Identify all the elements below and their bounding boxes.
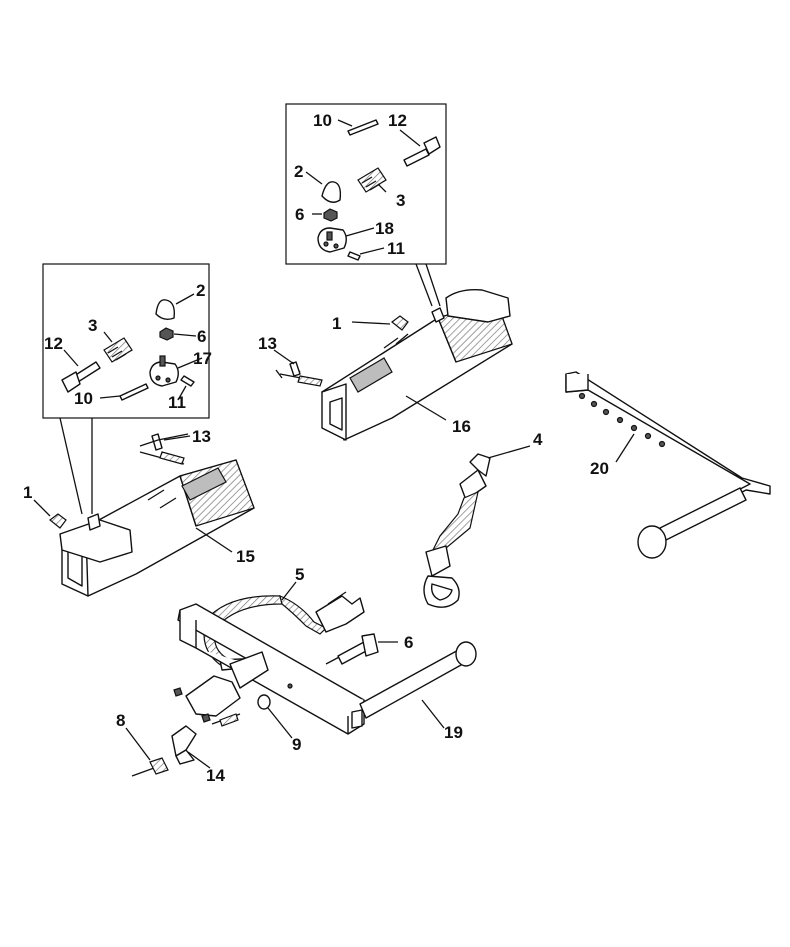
callout-10-upper: 10: [313, 111, 332, 130]
callout-17: 17: [193, 349, 212, 368]
callout-10-left: 10: [74, 389, 93, 408]
nut-1-left: [49, 513, 67, 529]
leader-lines: [33, 119, 635, 769]
nut-8: [131, 757, 169, 777]
callout-16: 16: [452, 417, 471, 436]
receiver-16: [321, 288, 513, 441]
callout-5: 5: [295, 565, 304, 584]
callout-19: 19: [444, 723, 463, 742]
bolt-13-upper: [275, 361, 323, 387]
bolt-12-left: [61, 361, 101, 393]
bolt-12-upper: [403, 136, 441, 167]
callout-12-left: 12: [44, 334, 63, 353]
pin-10-upper: [347, 119, 379, 136]
callout-2-left: 2: [196, 281, 205, 300]
handle-20-holes: [578, 392, 666, 448]
callout-14: 14: [206, 766, 225, 785]
callout-4: 4: [533, 430, 543, 449]
nut-6-left: [159, 327, 174, 341]
callout-9: 9: [292, 735, 301, 754]
bolt-13-left: [139, 433, 189, 465]
callout-3-left: 3: [88, 316, 97, 335]
spring-3-left: [103, 337, 133, 363]
pin-11-upper: [347, 251, 361, 261]
callout-8: 8: [116, 711, 125, 730]
callout-11-upper: 11: [387, 239, 405, 258]
washer-9: [257, 694, 271, 710]
pin-10-left: [119, 383, 149, 401]
latch-assembly: [173, 651, 269, 723]
callout-11-left: 11: [168, 393, 186, 412]
callout-1-upper: 1: [332, 314, 341, 333]
bracket-14: [171, 725, 197, 765]
nut-1-upper: [391, 315, 409, 331]
callout-13-left: 13: [192, 427, 211, 446]
bolt-6-lower: [325, 633, 379, 665]
callout-3-upper: 3: [396, 191, 405, 210]
cam-17-left: [149, 355, 179, 387]
cushion-2-upper: [321, 181, 342, 203]
callout-2-upper: 2: [294, 162, 303, 181]
callout-15: 15: [236, 547, 255, 566]
detail-box-upper: [285, 103, 447, 307]
handle-20: [565, 371, 771, 559]
callout-labels: 10 12 2 3 6 18 11 1 13 16 2 3 6 12 17 10…: [23, 111, 609, 785]
callout-1-left: 1: [23, 483, 32, 502]
detail-box-left: [42, 263, 210, 515]
cam-18-upper: [317, 227, 347, 253]
cushion-2-left: [155, 299, 176, 321]
callout-6-left: 6: [197, 327, 206, 346]
pin-lower: [211, 713, 241, 727]
pin-11-left: [180, 375, 195, 387]
callout-6-upper: 6: [295, 205, 304, 224]
nut-6-upper: [323, 208, 338, 222]
callout-18: 18: [375, 219, 394, 238]
callout-12-upper: 12: [388, 111, 407, 130]
strap-4: [423, 453, 491, 608]
callout-13-upper: 13: [258, 334, 277, 353]
callout-6-lower: 6: [404, 633, 413, 652]
receiver-15: [59, 459, 255, 597]
callout-20: 20: [590, 459, 609, 478]
